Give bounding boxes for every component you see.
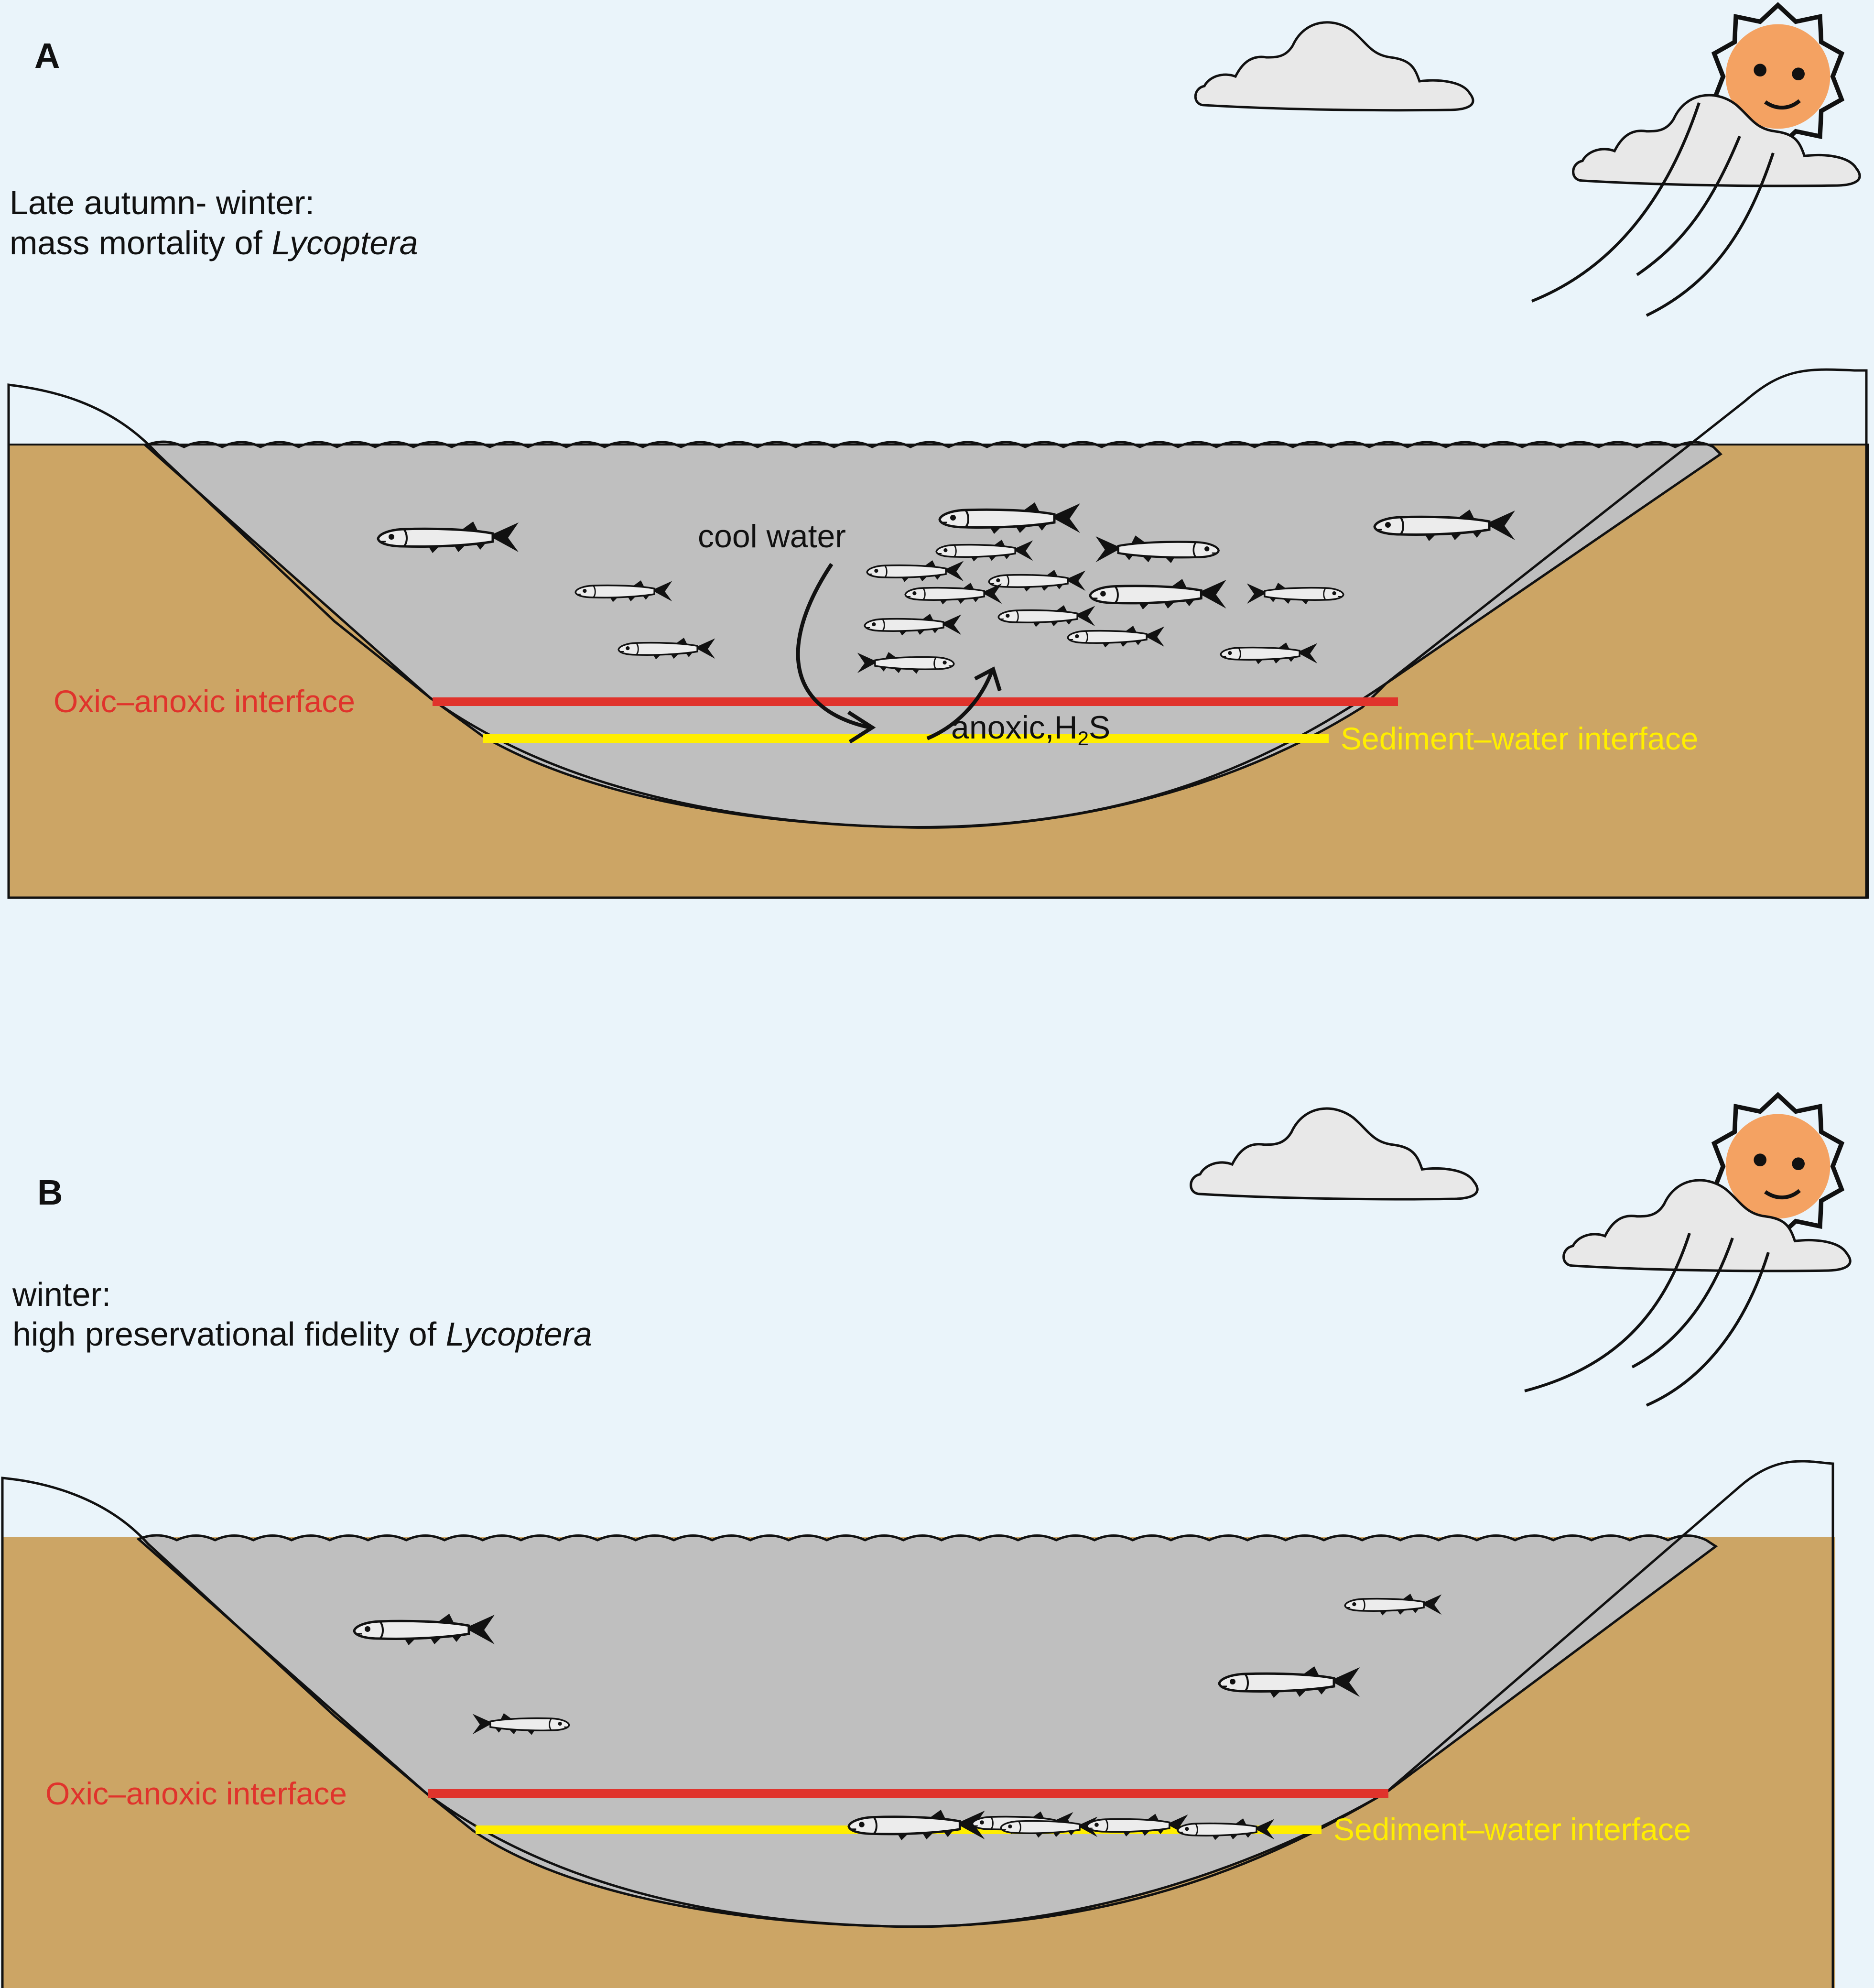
panel-a-letter: A: [34, 36, 60, 76]
upwelling-arrow: [926, 671, 994, 740]
panel-b: B winter: high preservational fidelity o…: [1, 1095, 1850, 1988]
panel-a: A Late autumn- winter: mass mortality of…: [7, 5, 1869, 899]
wind-lines-icon: [1524, 1233, 1770, 1407]
circulation-arrows: [796, 563, 1002, 744]
anoxic-h2s-label: anoxic,H2S: [951, 709, 1110, 750]
wind-lines-icon: [1531, 102, 1775, 317]
panel-b-caption-line2: high preservational fidelity of Lycopter…: [12, 1315, 592, 1353]
panel-b-letter: B: [37, 1173, 63, 1212]
panel-b-caption-line1: winter:: [12, 1276, 111, 1313]
downwelling-arrow: [796, 563, 870, 729]
cool-water-label: cool water: [698, 518, 846, 554]
cloud-icon: [1195, 22, 1473, 110]
sediment-water-label: Sediment–water interface: [1341, 721, 1698, 756]
land-outline: [7, 368, 1868, 899]
panel-a-caption-line1: Late autumn- winter:: [10, 184, 314, 221]
panel-a-caption-line2: mass mortality of Lycoptera: [10, 224, 418, 261]
oxic-anoxic-label: Oxic–anoxic interface: [54, 684, 355, 719]
oxic-anoxic-label: Oxic–anoxic interface: [45, 1776, 347, 1811]
sediment-water-label: Sediment–water interface: [1333, 1812, 1691, 1847]
cloud-icon: [1191, 1108, 1478, 1199]
